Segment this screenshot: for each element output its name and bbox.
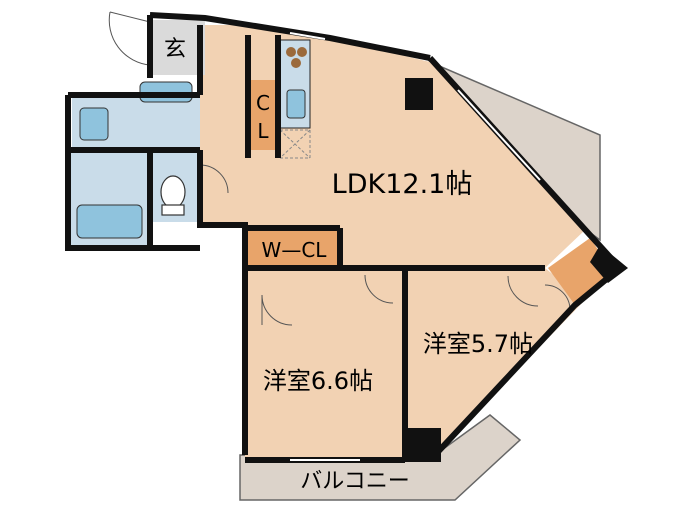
closet-label-l: L: [257, 119, 269, 143]
entrance-label: 玄: [164, 37, 186, 62]
toilet-tank-icon: [161, 204, 185, 216]
room-b-door-swing: [507, 275, 539, 307]
fridge-cross: [279, 129, 311, 159]
walk-in-closet-floor: [248, 228, 340, 268]
window: [289, 32, 326, 40]
corner-closet-door-swing: [544, 284, 571, 311]
structural-column: [405, 78, 433, 110]
window: [457, 89, 541, 181]
ldk-label: LDK12.1帖: [332, 169, 473, 200]
walk-in-closet-label: W—CL: [262, 238, 328, 262]
western-room-a-floor: [245, 268, 405, 460]
stove-burner-icon: [286, 47, 296, 57]
room-a-closet-door-swing: [364, 274, 394, 304]
balcony-label: バルコニー: [300, 469, 410, 494]
entrance-door-swing: [108, 11, 151, 66]
entrance-door: [109, 11, 151, 23]
western-room-a-label: 洋室6.6帖: [263, 367, 373, 395]
sink-icon: [286, 89, 306, 119]
stove-burner-icon: [291, 58, 301, 68]
washbasin-icon: [79, 107, 109, 141]
stove-burner-icon: [297, 47, 307, 57]
wc-door-swing: [199, 164, 229, 194]
structural-column: [590, 245, 628, 283]
entrance-floor: [150, 20, 205, 75]
closet-label-c: C: [256, 91, 270, 115]
western-room-b-label: 洋室5.7帖: [423, 330, 533, 358]
closet-floor: [248, 80, 278, 150]
structural-column: [405, 428, 441, 462]
bathtub-icon: [76, 204, 143, 239]
western-room-b-floor: [405, 268, 585, 455]
toilet-icon: [160, 175, 186, 209]
